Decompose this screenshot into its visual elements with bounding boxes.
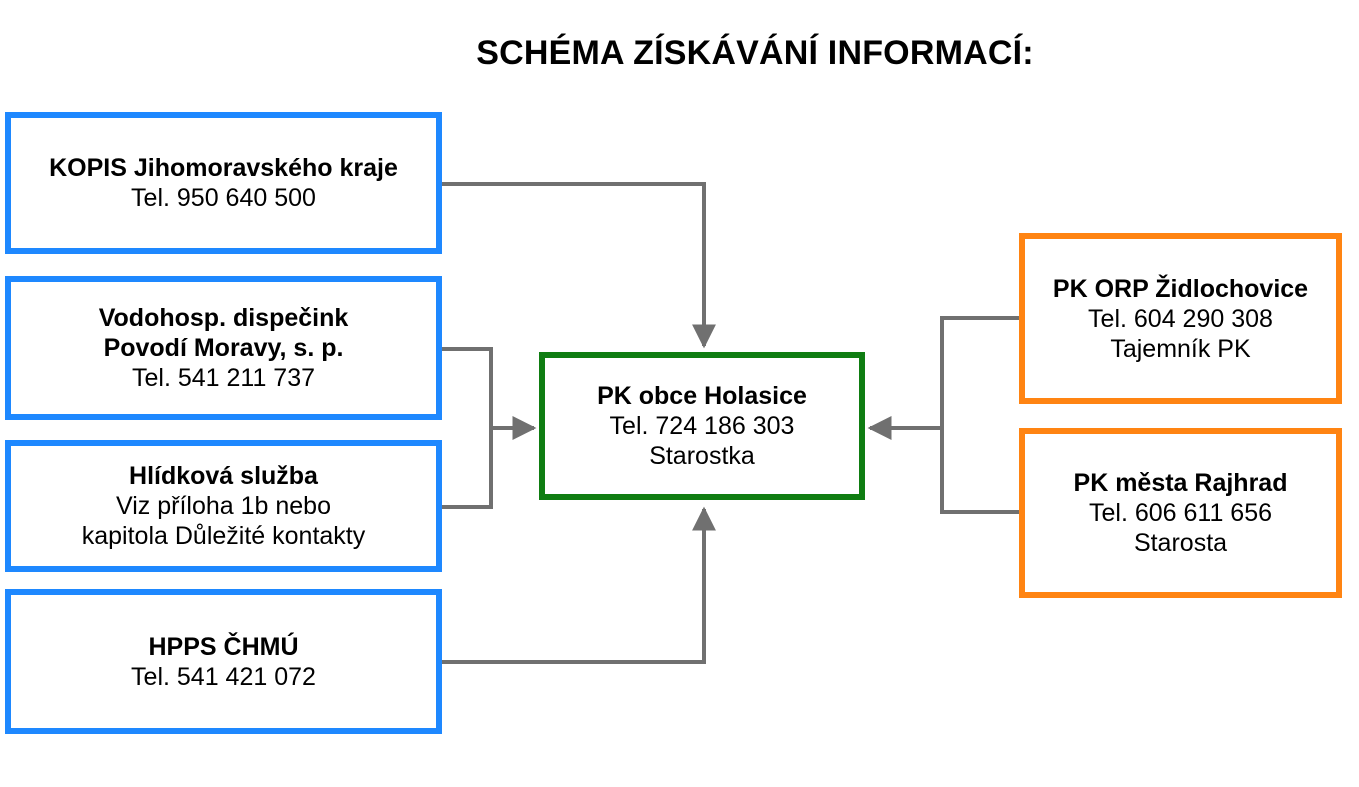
center-name: PK obce Holasice [597, 382, 807, 410]
connector-kopis-to-center [442, 182, 716, 349]
diagram-title: SCHÉMA ZÍSKÁVÁNÍ INFORMACÍ: [476, 34, 1034, 72]
center-role: Starostka [649, 442, 755, 470]
kopis-name: KOPIS Jihomoravského kraje [49, 154, 398, 182]
center-box: PK obce Holasice Tel. 724 186 303 Staros… [539, 352, 865, 500]
hpps-box: HPPS ČHMÚ Tel. 541 421 072 [5, 589, 442, 734]
connector-vodohosp-bracket [442, 347, 493, 509]
hlidkova-box: Hlídková služba Viz příloha 1b nebo kapi… [5, 440, 442, 572]
hpps-phone: Tel. 541 421 072 [131, 662, 316, 691]
hlidkova-note-2: kapitola Důležité kontakty [81, 522, 366, 550]
orp-role: Tajemník PK [1110, 334, 1251, 363]
kopis-box: KOPIS Jihomoravského kraje Tel. 950 640 … [5, 112, 442, 254]
vodohosp-org: Povodí Moravy, s. p. [103, 334, 344, 362]
hlidkova-note-1: Viz příloha 1b nebo [116, 492, 331, 520]
hpps-name: HPPS ČHMÚ [148, 632, 299, 661]
vodohosp-box: Vodohosp. dispečink Povodí Moravy, s. p.… [5, 276, 442, 420]
orp-box: PK ORP Židlochovice Tel. 604 290 308 Taj… [1019, 233, 1342, 404]
rajhrad-phone: Tel. 606 611 656 [1088, 499, 1273, 527]
orp-phone: Tel. 604 290 308 [1088, 304, 1273, 333]
center-phone: Tel. 724 186 303 [609, 412, 795, 440]
rajhrad-box: PK města Rajhrad Tel. 606 611 656 Staros… [1019, 428, 1342, 598]
connector-hpps-to-center [442, 506, 716, 664]
rajhrad-role: Starosta [1133, 529, 1228, 557]
hlidkova-name: Hlídková služba [129, 462, 318, 490]
vodohosp-phone: Tel. 541 211 737 [131, 364, 316, 392]
rajhrad-name: PK města Rajhrad [1073, 469, 1288, 497]
kopis-phone: Tel. 950 640 500 [131, 184, 316, 212]
vodohosp-name: Vodohosp. dispečink [98, 304, 349, 332]
orp-name: PK ORP Židlochovice [1052, 274, 1309, 303]
connector-right-bracket [940, 316, 1022, 514]
